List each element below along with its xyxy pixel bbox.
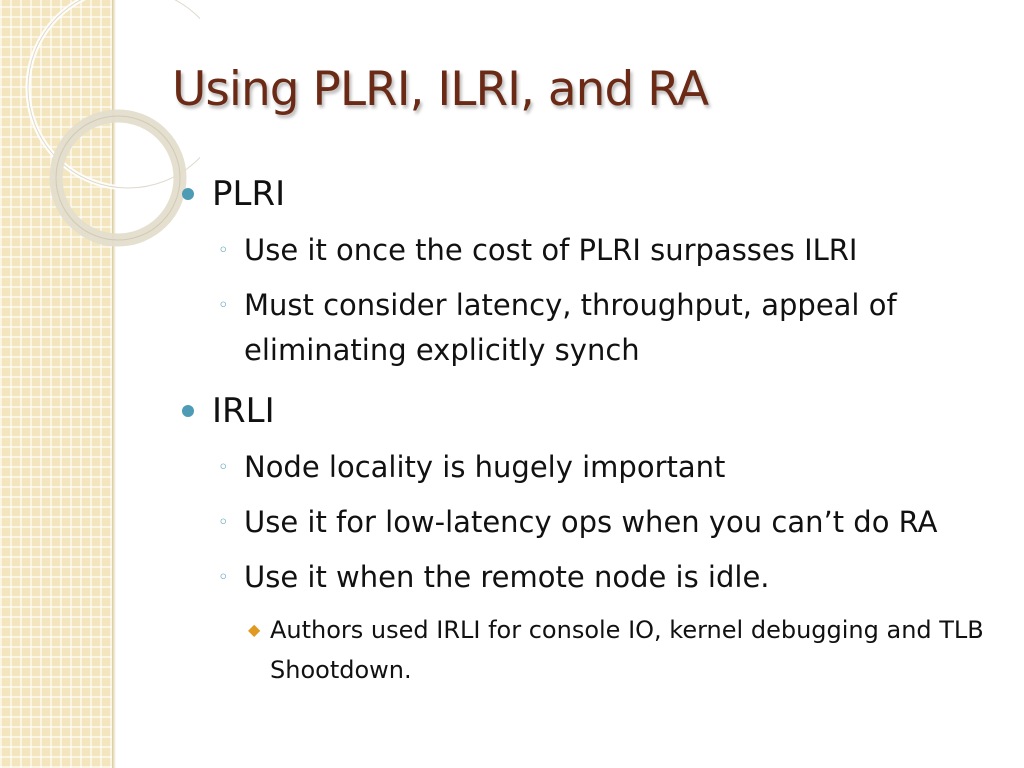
circle-bullet-icon: ◦: [218, 457, 229, 478]
sub-bullet: ◦ Use it once the cost of PLRI surpasses…: [214, 228, 992, 273]
sub-bullet: ◦ Use it for low-latency ops when you ca…: [214, 500, 992, 545]
diamond-bullet-icon: ◆: [248, 620, 261, 639]
bullet-plri: PLRI: [182, 172, 992, 216]
side-panel-edge: [112, 0, 116, 768]
sub-bullet-text: Must consider latency, throughput, appea…: [244, 288, 897, 367]
circle-bullet-icon: ◦: [218, 240, 229, 261]
bullet-heading: IRLI: [212, 391, 275, 431]
bullet-dot-icon: [182, 405, 194, 417]
circle-bullet-icon: ◦: [218, 295, 229, 316]
sub-bullet-text: Use it for low-latency ops when you can’…: [244, 505, 938, 539]
sub-bullet: ◦ Node locality is hugely important: [214, 445, 992, 490]
bullet-irli: IRLI: [182, 389, 992, 433]
circle-bullet-icon: ◦: [218, 512, 229, 533]
sub-sub-bullet: ◆ Authors used IRLI for console IO, kern…: [246, 610, 992, 690]
sub-bullet-text: Use it once the cost of PLRI surpasses I…: [244, 233, 858, 267]
slide-body: PLRI ◦ Use it once the cost of PLRI surp…: [182, 172, 992, 690]
sub-bullet: ◦ Must consider latency, throughput, app…: [214, 283, 992, 373]
bullet-heading: PLRI: [212, 174, 286, 214]
sub-bullet: ◦ Use it when the remote node is idle.: [214, 555, 992, 600]
sub-sub-bullet-text: Authors used IRLI for console IO, kernel…: [270, 616, 984, 684]
slide-title: Using PLRI, ILRI, and RA: [172, 62, 709, 117]
sub-bullet-text: Use it when the remote node is idle.: [244, 560, 770, 594]
decorative-circles: [25, 0, 200, 247]
bullet-dot-icon: [182, 188, 194, 200]
sub-bullet-text: Node locality is hugely important: [244, 450, 726, 484]
circle-bullet-icon: ◦: [218, 567, 229, 588]
